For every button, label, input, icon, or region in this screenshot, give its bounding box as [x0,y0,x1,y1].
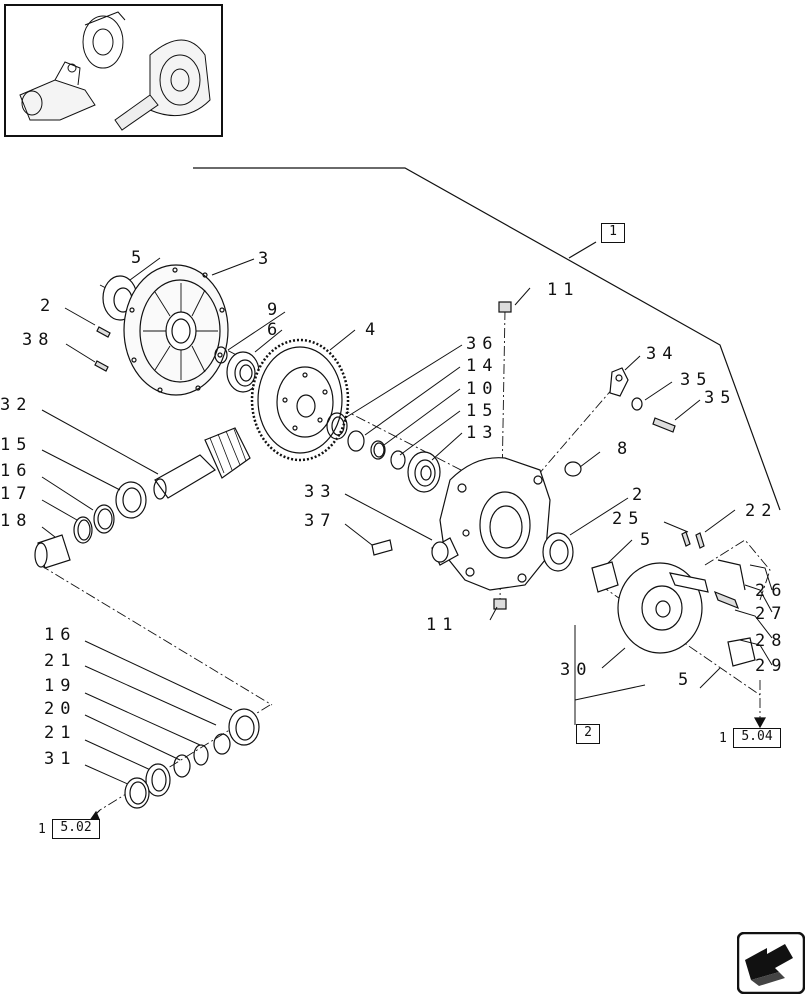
callout-28: 37 [304,511,337,531]
page-ref-15-02[interactable]: 5.02 [52,819,100,839]
callout-6: 5 [131,248,148,268]
callout-35: 30 [560,660,593,680]
part-11-plug-top [498,301,512,313]
part-15-circlip [347,430,365,452]
callout-37: 34 [646,344,679,364]
final-drive-housing [431,457,551,591]
callout-7: 6 [267,320,284,340]
callout-27: 36 [466,334,499,354]
part-37-bracket [609,367,629,397]
part-28-label-plate [371,539,393,556]
part-16-bearing [115,481,147,519]
callout-11-top: 11 [547,280,580,300]
callout-8: 8 [617,439,634,459]
callout-5-b: 5 [678,670,695,690]
part-11-plug-bottom [493,598,507,610]
part-36-breather [431,541,449,563]
part-4-bevel-ring-gear [250,338,350,462]
callout-13: 2 [632,485,649,505]
part-17-spacer [93,504,115,534]
part-20-circlip [193,744,209,766]
callout-22: 21 [44,723,77,743]
group-ref-1[interactable]: 1 [601,223,625,243]
part-2-screw [96,326,111,338]
callout-26: 22 [745,501,778,521]
page-ref-15-04[interactable]: 5.04 [733,728,781,748]
callout-33: 28 [755,631,788,651]
part-21-shim [173,754,191,778]
part-38-bolt [652,417,676,433]
part-35-end-cover [617,562,709,654]
part-31-34-shims [713,559,746,610]
part-30-bolt [681,531,691,547]
callout-16-b: 16 [44,625,77,645]
callout-2: 2 [40,296,57,316]
part-25-ring [213,733,231,755]
callout-30: 25 [612,509,645,529]
part-26-bolt [695,532,705,549]
callout-23: 32 [0,395,33,415]
page-ref-prefix-1: 1 [38,822,49,837]
callout-32: 27 [755,604,788,624]
callout-4: 4 [365,320,382,340]
page-ref-prefix-2: 1 [719,731,730,746]
part-9-ring [214,346,228,364]
callout-21: 20 [44,699,77,719]
callout-19: 18 [0,511,33,531]
callout-36: 33 [304,482,337,502]
part-18-ring [73,516,93,544]
part-3-cover-plate [123,264,229,396]
part-27-washer [326,412,348,440]
part-14-bearing [407,451,441,493]
part-19-bushing [34,534,71,569]
callout-17: 16 [0,461,33,481]
callout-15-b: 15 [466,401,499,421]
part-15-circlip-2 [390,450,406,470]
callout-16-a: 15 [0,435,33,455]
callout-20: 19 [44,676,77,696]
ref-arrows [87,717,767,824]
overview-thumbnail [4,4,223,137]
group-leader-lines [193,167,781,511]
next-page-arrow-icon[interactable] [736,931,806,995]
callout-5-a: 5 [640,530,657,550]
callout-leaders [41,257,773,786]
callout-18: 17 [0,484,33,504]
part-5-bushing-2 [727,637,756,667]
callout-29: 38 [22,330,55,350]
callout-9: 9 [267,300,284,320]
callout-31: 26 [755,581,788,601]
callout-39: 35 [680,370,713,390]
part-8-cap [564,461,582,477]
group-ref-2[interactable]: 2 [576,724,600,744]
callout-14: 13 [466,423,499,443]
callout-25: 21 [44,651,77,671]
callout-24: 31 [44,749,77,769]
part-29-screw [94,360,109,372]
callout-34: 29 [755,656,788,676]
callout-38: 35 [704,388,737,408]
callout-10: 10 [466,379,499,399]
part-23-pinion-shaft [153,427,251,500]
callout-3: 3 [258,249,275,269]
part-5-bushing [591,561,619,593]
part-39-washer [631,397,643,411]
callout-15-a: 14 [466,356,499,376]
part-24-seal [124,777,150,809]
part-13-seal [542,532,574,572]
callout-11-bottom: 11 [426,615,459,635]
part-22-spacer [145,763,171,797]
part-10-shim [370,440,386,460]
part-16-bearing-lower [228,708,260,746]
